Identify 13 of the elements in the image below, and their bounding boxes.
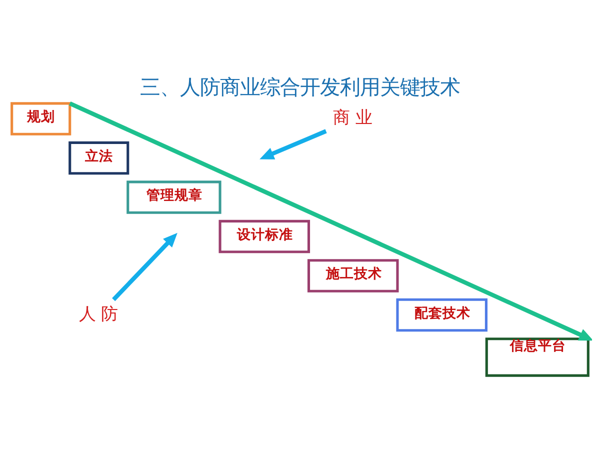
- node-box: 施工技术: [307, 259, 399, 292]
- arrow: [68, 101, 592, 341]
- node-box: 配套技术: [396, 298, 488, 332]
- node-box: 立法: [68, 141, 130, 175]
- node-text: 商 业: [333, 108, 372, 128]
- arrow: [112, 232, 178, 302]
- node-box: 设计标准: [218, 220, 310, 254]
- diagram-title: 三、人防商业综合开发利用关键技术: [140, 75, 460, 100]
- node-text: 人 防: [78, 304, 118, 324]
- node-box: 信息平台: [485, 338, 590, 377]
- node-box: 管理规章: [126, 180, 222, 214]
- arrow: [260, 129, 327, 160]
- node-box: 规划: [10, 102, 72, 136]
